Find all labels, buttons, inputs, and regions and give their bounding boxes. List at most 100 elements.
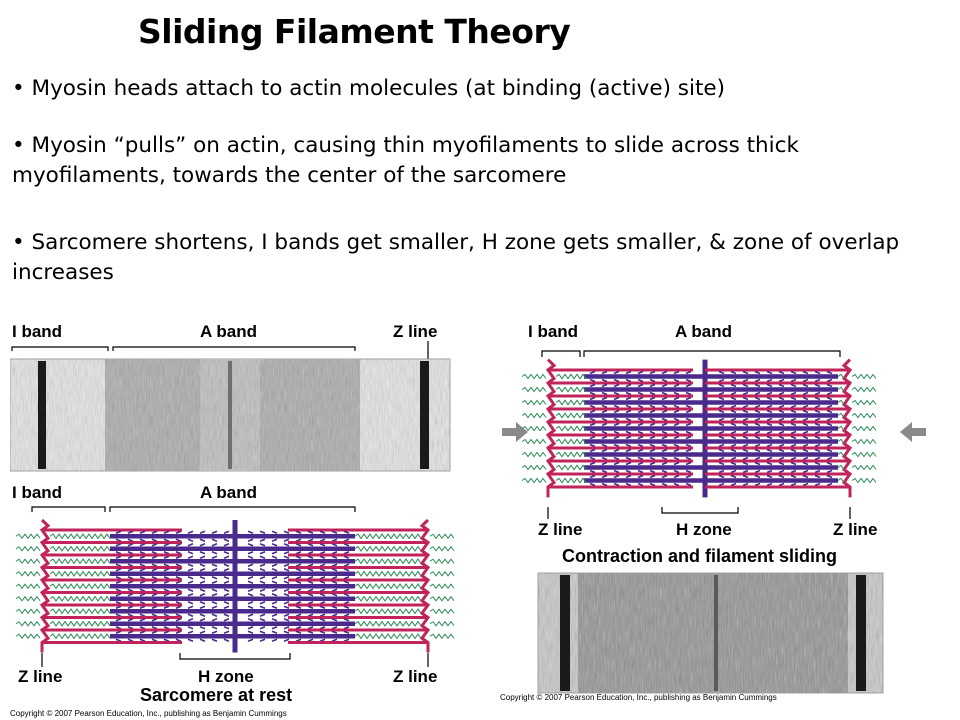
titin-spring-outer (15, 583, 41, 590)
myosin-head (211, 555, 218, 567)
myosin-head (223, 543, 230, 555)
myosin-head (649, 370, 656, 383)
myosin-head (199, 605, 206, 617)
myosin-head (271, 605, 278, 617)
myosin-head (790, 448, 797, 461)
myosin-head (295, 543, 302, 555)
titin-spring-outer (521, 399, 547, 406)
myosin-head (151, 605, 158, 617)
myosin-head (685, 409, 692, 422)
myosin-head (247, 618, 254, 630)
slide-title: Sliding Filament Theory (138, 12, 571, 51)
myosin-head (283, 630, 290, 642)
myosin-head (661, 383, 668, 396)
titin-spring-outer (521, 451, 547, 458)
myosin-head (673, 461, 680, 474)
myosin-head (223, 618, 230, 630)
myosin-head (649, 396, 656, 409)
myosin-head (625, 448, 632, 461)
myosin-head (613, 474, 620, 487)
titin-spring (555, 464, 587, 471)
myosin-head (613, 370, 620, 383)
myosin-head (127, 630, 134, 642)
myosin-head (307, 530, 314, 542)
myosin-head (814, 435, 821, 448)
myosin-head (247, 555, 254, 567)
myosin-head (175, 593, 182, 605)
myosin-head (175, 580, 182, 592)
myosin-head (175, 555, 182, 567)
myosin-head (115, 605, 122, 617)
myosin-head (163, 618, 170, 630)
myosin-head (718, 396, 725, 409)
titin-spring (354, 595, 422, 602)
myosin-head (685, 370, 692, 383)
sarcomere-diagram-contracted (521, 358, 877, 498)
myosin-head (766, 370, 773, 383)
myosin-head (754, 396, 761, 409)
titin-spring-outer (15, 608, 41, 615)
myosin-head (826, 409, 833, 422)
myosin-head (199, 568, 206, 580)
myosin-head (766, 448, 773, 461)
myosin-head (175, 530, 182, 542)
myosin-head (685, 448, 692, 461)
myosin-head (649, 409, 656, 422)
myosin-head (175, 543, 182, 555)
myosin-head (589, 383, 596, 396)
myosin-head (589, 448, 596, 461)
myosin-head (151, 580, 158, 592)
myosin-head (187, 618, 194, 630)
myosin-head (139, 555, 146, 567)
myosin-head (814, 461, 821, 474)
myosin-head (790, 435, 797, 448)
titin-spring (837, 373, 845, 379)
myosin-head (778, 448, 785, 461)
contracted-z-line-right-label: Z line (833, 520, 877, 539)
myosin-head (589, 396, 596, 409)
titin-spring (555, 412, 587, 419)
myosin-head (661, 396, 668, 409)
myosin-head (163, 530, 170, 542)
myosin-head (259, 593, 266, 605)
myosin-head (343, 530, 350, 542)
z-disc-right (841, 358, 853, 498)
myosin-head (139, 593, 146, 605)
myosin-head (151, 555, 158, 567)
titin-spring-outer (429, 570, 455, 577)
titin-spring (555, 438, 587, 445)
myosin-head (742, 370, 749, 383)
titin-spring-outer (521, 438, 547, 445)
myosin-head (127, 605, 134, 617)
myosin-head (271, 530, 278, 542)
myosin-head (331, 630, 338, 642)
myosin-head (802, 370, 809, 383)
myosin-head (175, 618, 182, 630)
myosin-head (742, 409, 749, 422)
myosin-head (259, 568, 266, 580)
titin-spring (354, 545, 422, 552)
figure-sarcomere-at-rest: I band A band Z line I band A band (10, 315, 460, 720)
myosin-head (778, 474, 785, 487)
contraction-svg: I band A band Z line H zone Z line Contr… (500, 322, 926, 702)
diagram-brackets-bottom (41, 653, 429, 667)
myosin-head (637, 383, 644, 396)
myosin-head (661, 409, 668, 422)
myosin-head (331, 618, 338, 630)
myosin-head (625, 383, 632, 396)
myosin-head (307, 580, 314, 592)
myosin-head (211, 618, 218, 630)
titin-spring (837, 451, 845, 457)
myosin-head (601, 383, 608, 396)
myosin-head (637, 448, 644, 461)
myosin-head (295, 630, 302, 642)
myosin-head (826, 370, 833, 383)
myosin-head (271, 580, 278, 592)
myosin-head (151, 543, 158, 555)
myosin-head (625, 370, 632, 383)
myosin-head (649, 383, 656, 396)
myosin-head (247, 568, 254, 580)
myosin-head (742, 435, 749, 448)
titin-spring (49, 533, 111, 540)
contracted-i-band-label: I band (528, 322, 578, 341)
